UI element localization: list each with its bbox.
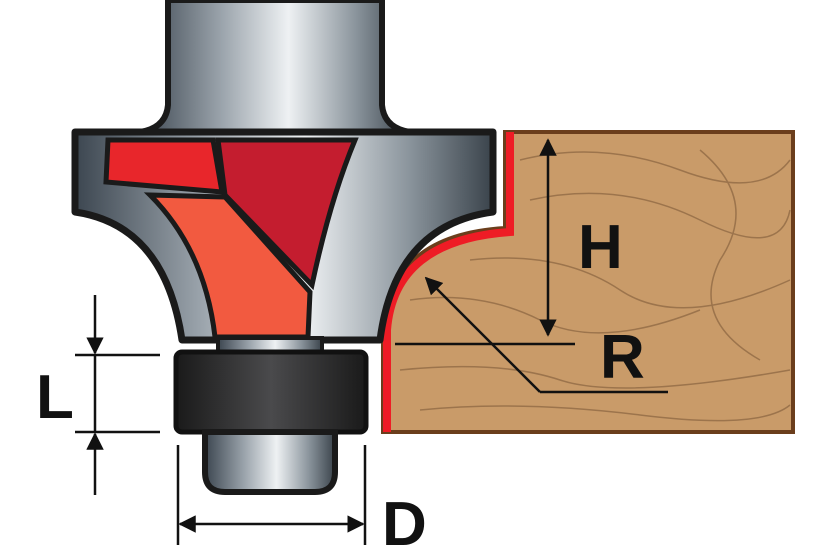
dimension-r xyxy=(424,276,668,394)
label-h: H xyxy=(578,213,623,282)
wood-workpiece xyxy=(381,130,795,434)
label-d: D xyxy=(382,490,427,557)
dimension-h xyxy=(395,138,575,346)
cutter-blade-red xyxy=(103,137,226,195)
dimension-d xyxy=(176,445,367,545)
wood-grain xyxy=(399,149,791,422)
cut-profile-line xyxy=(383,132,514,432)
label-r: R xyxy=(600,323,645,392)
bearing xyxy=(173,349,369,435)
cutter-blade-dark-red xyxy=(215,137,359,291)
label-l: L xyxy=(36,363,74,432)
shank xyxy=(139,0,411,135)
dimension-l xyxy=(75,295,160,495)
pilot-pin xyxy=(202,429,338,495)
